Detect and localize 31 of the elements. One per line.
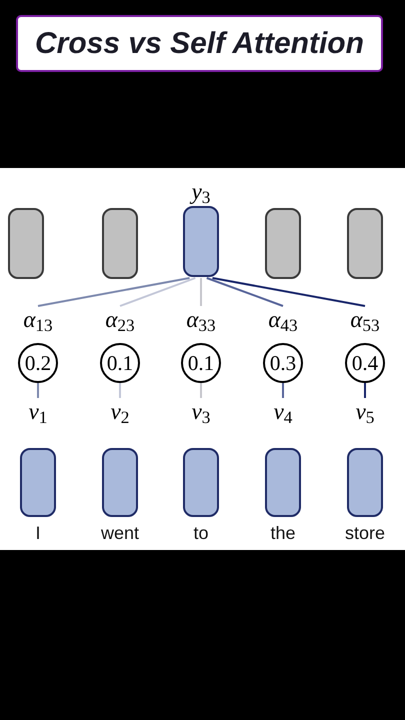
connector-line bbox=[120, 277, 196, 307]
value-label: v$_{4}$ bbox=[274, 398, 292, 426]
title: Cross vs Self Attention bbox=[16, 15, 383, 72]
connector-line bbox=[364, 383, 366, 398]
word-label: store bbox=[344, 522, 386, 544]
weight-label: α$_{43}$ bbox=[268, 306, 298, 334]
token-box bbox=[265, 208, 301, 279]
value-label: v$_{5}$ bbox=[356, 398, 374, 426]
connector-line bbox=[212, 277, 366, 307]
word-label: to bbox=[193, 522, 208, 544]
connector-line bbox=[200, 278, 202, 306]
connector-line bbox=[37, 383, 39, 398]
weight-label: α$_{33}$ bbox=[186, 306, 216, 334]
output-label: y$_{3}$ bbox=[192, 178, 210, 206]
token-box bbox=[102, 208, 138, 279]
word-label: went bbox=[100, 522, 140, 544]
weight-label: α$_{23}$ bbox=[105, 306, 135, 334]
connector-line bbox=[200, 383, 202, 398]
connector-line bbox=[38, 277, 190, 307]
connector-line bbox=[206, 277, 284, 307]
value-label: v$_{1}$ bbox=[28, 398, 48, 426]
weight-label: α$_{13}$ bbox=[23, 306, 53, 334]
word-label: I bbox=[35, 522, 40, 544]
token-box bbox=[347, 208, 383, 279]
connector-line bbox=[282, 383, 284, 398]
weight-label: α$_{53}$ bbox=[350, 306, 380, 334]
connector-line bbox=[119, 383, 121, 398]
value-label: v$_{3}$ bbox=[192, 398, 210, 426]
token-box bbox=[8, 208, 44, 279]
word-label: the bbox=[270, 522, 296, 544]
value-label: v$_{2}$ bbox=[110, 398, 130, 426]
